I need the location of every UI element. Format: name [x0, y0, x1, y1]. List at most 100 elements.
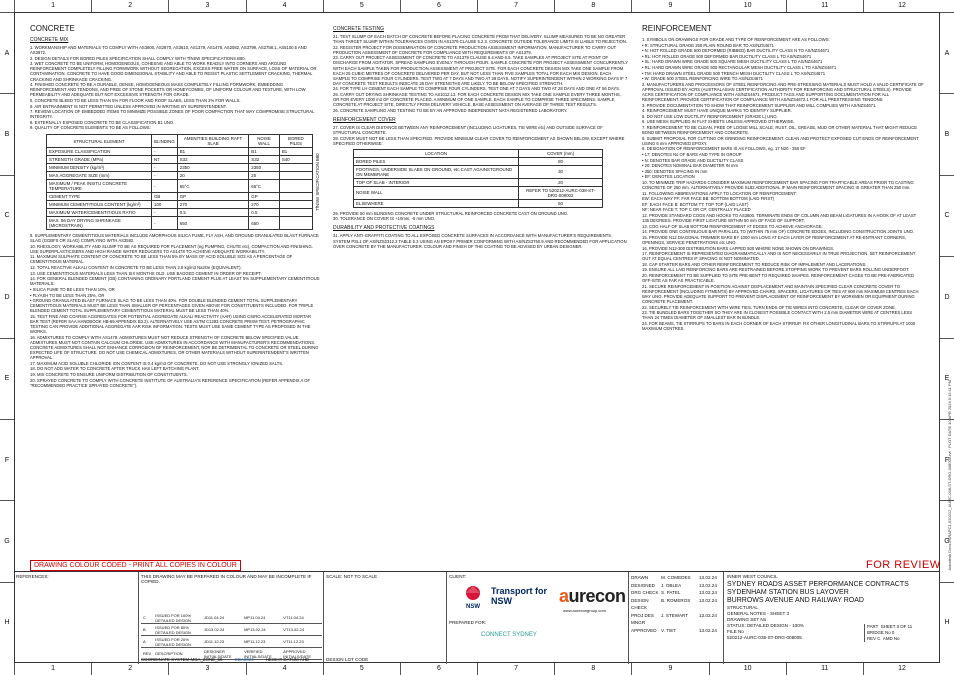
note-item: 9. DESIGNATION OF REINFORCEMENT BARS IS … [642, 146, 806, 152]
note-item: 20. REINFORCEMENT TO BE SUPPLIED TO SITE… [642, 273, 915, 284]
table-row: MAXIMUM / PEAK INSITU CONCRETE TEMPERATU… [46, 179, 313, 193]
note-item: • RL: HOT ROLLED GRADE 500 DEFORMED BAR … [642, 53, 812, 59]
grid-row-label: C [940, 174, 954, 256]
table-cell: 100 [151, 200, 178, 209]
note-item: 19. ENSURE ALL LAID REINFORCING BARS ARE… [642, 267, 910, 273]
table-cell: STRENGTH GRADE (MPa) [46, 155, 152, 164]
note-item: 15. PROVIDE N12 DIAGONAL TRIMMER BARS BY… [642, 234, 906, 245]
table-cell: MAX. 56 DAY DRYING SHRINKAGE (MICROSTRAI… [46, 216, 152, 230]
bridge-no-value: 0 [891, 630, 895, 635]
reinforcement-title: REINFORCEMENT [642, 24, 712, 33]
note-item: • 350: DENOTES SPACING IN mm [642, 168, 708, 174]
concrete-section: CONCRETE CONCRETE MIX 1. WORKMANSHIP AND… [30, 24, 320, 564]
grid-row-label: A [940, 12, 954, 93]
grid-row-label: E [940, 337, 954, 419]
grid-column-label: 12 [862, 0, 940, 12]
sheet-info: PART SHEET 3 OF 11 BRIDGE No 0 REV C AMD… [864, 624, 940, 642]
note-item: 24. FOR TYPE LH CEMENT EACH SAMPLE TO CO… [333, 86, 621, 92]
revision-cell: VT11.12.23 [281, 635, 322, 648]
signoff-date: 13.02.24 [699, 575, 717, 580]
table-cell: 270 [248, 200, 280, 209]
note-item: 9. QUALITY OF CONCRETE ELEMENTS TO BE AS… [30, 125, 151, 131]
table-cell [278, 163, 313, 172]
note-item: 13. USE CEMENTITIOUS MATERIALS LESS THAN… [30, 270, 262, 276]
table-cell: 650 [176, 216, 250, 230]
aurecon-logo: aurecon [559, 586, 626, 606]
sheet-label: SHEET [880, 624, 896, 629]
table-cell [278, 216, 313, 230]
table-cell: 0.5 [248, 208, 280, 217]
note-item: 4. FINISHED CONCRETE TO BE A DURABLE, DE… [30, 82, 306, 98]
grid-column-label: 1 [14, 663, 91, 675]
note-item: 5. CONCRETE BLEED TO BE LESS THAN 5% FOR… [30, 97, 241, 103]
signoff-date: 13.02.24 [699, 590, 717, 595]
note-item: 3. PROVIDE DOCUMENTATION TO SHOW THAT RE… [642, 102, 877, 108]
grid-column-label: 3 [168, 0, 245, 12]
note-item: 6. USE MESH SUPPLIED IN FLAT SHEETS UNLE… [642, 119, 795, 125]
grid-row-label: B [0, 93, 14, 174]
table-cell: 65°C [248, 179, 280, 193]
note-item: • R: STRUCTURAL GRADE 250 PLAIN ROUND BA… [642, 42, 774, 48]
scale-cell: SCALE: NOT TO SCALE DESIGN LOT CODE [324, 572, 447, 664]
note-item: 30. TOLERANCE ON COVER IS +10mm, -5 mm U… [333, 216, 436, 222]
concrete-title: CONCRETE [30, 24, 75, 33]
revision-cell: ISSUED FOR 100% DETAILED DESIGN [153, 612, 202, 624]
height-datum: HEIGHT DATUM AHD [265, 657, 309, 662]
table-cell [278, 208, 313, 217]
signoff-role: DESIGN CHECK [631, 597, 649, 611]
table-header-cell: NOISE WALL [248, 134, 280, 148]
revision-header-cell: REV [141, 647, 154, 660]
client-cell: CLIENT: NSW Transport for NSW PREPARED F… [447, 572, 629, 664]
table-cell: 20 [176, 171, 250, 180]
table-cell: 80 [518, 156, 603, 166]
revision-cell: MP13.02.24 [242, 623, 282, 636]
table-cell: - [151, 147, 178, 156]
note-item: 11. MAXIMUM SULPHATE CONTENT OF CONCRETE… [30, 254, 293, 265]
table-cell: EXPOSURE CLASSIFICATION [46, 147, 152, 156]
grid-column-label: 4 [245, 0, 323, 12]
note-item: 23. CARRY OUT PROJECT ASSESSMENT OF CONC… [333, 55, 628, 86]
signoff-name: V. TIET [661, 627, 677, 633]
signoff-date: 13.02.24 [699, 627, 717, 633]
revision-cell: B [141, 623, 154, 636]
revision-cell: MP11.04.24 [242, 612, 282, 624]
note-item: 18. CAP STARTER BARS AND OTHER REINFORCE… [642, 261, 867, 267]
grid-row-label: E [0, 337, 14, 419]
signoff-name: M. COMEDES [661, 575, 691, 580]
revision-cell: THIS DRAWING MAY BE PREPARED IN COLOUR A… [139, 572, 324, 664]
table-cell: 270 [176, 200, 250, 209]
grid-column-label: 7 [477, 0, 554, 12]
concrete-supplementary-notes: 9. SUPPLEMENTARY CEMENTITIOUS MATERIALS … [30, 233, 320, 388]
note-item: 8. SUBMIT PROPOSAL FOR CUTTING OR GRINDI… [642, 135, 919, 146]
reinforcement-section: REINFORCEMENT 1. SYMBOLS ON DRAWINGS FOR… [642, 24, 924, 564]
note-item: 14. PROVIDE ONE CONTINUOUS BAR PARALLEL … [642, 229, 915, 235]
colour-warning: THIS DRAWING MAY BE PREPARED IN COLOUR A… [141, 574, 312, 584]
table-cell: N7 [151, 155, 178, 164]
grid-row-label: C [0, 174, 14, 256]
table-cell: - [151, 208, 178, 217]
table-cell: S32 [176, 155, 250, 164]
note-item: 14. FOR GENERAL BLENDED CEMENT (GB) CONT… [30, 276, 320, 287]
project-line-1: SYDNEY ROADS ASSET PERFORMANCE CONTRACTS [727, 581, 909, 588]
references-label: REFERENCES: [16, 574, 49, 579]
table-cell: 2350 [248, 163, 280, 172]
table-cell: 65°C [176, 179, 250, 193]
grid-row-label: D [0, 256, 14, 337]
table-cell: ELSEWHERE [352, 198, 520, 208]
note-item: 12. PROVIDE STANDARD COGS AND HOOKS TO A… [642, 213, 917, 224]
note-item: 21. SECURE REINFORCEMENT IN POSITION AGA… [642, 283, 919, 304]
note-item: 31. APPLY ANTI-GRAFFITI COATING TO ALL E… [333, 233, 627, 249]
for-review-stamp: FOR REVIEW [866, 559, 941, 571]
signoff-role: DRG CHECK [631, 590, 659, 595]
table-cell: BORED PILES [352, 156, 520, 166]
note-item: 7. REVIEW LOCATION OF EMBEDDED ITEMS TO … [30, 109, 315, 120]
grid-column-label: 4 [245, 663, 323, 675]
table-cell: - [151, 171, 178, 180]
revision-cell: JD11.04.24 [201, 612, 243, 624]
